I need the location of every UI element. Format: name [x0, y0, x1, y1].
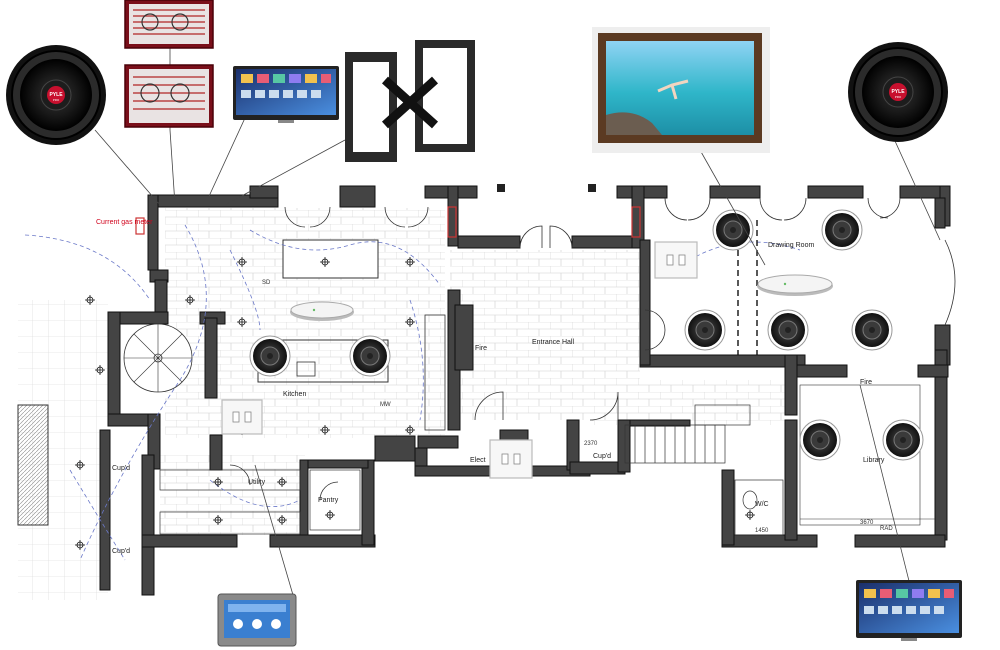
- subwoofer-brand-text: PYLE: [891, 89, 905, 95]
- wifi-access-point-icon: [757, 274, 833, 296]
- room-label-pantry: Pantry: [318, 497, 339, 504]
- subwoofer-sub-text: PRO: [53, 98, 60, 102]
- label-dim-wc: 1450: [755, 528, 769, 534]
- spiral-staircase: [123, 323, 193, 393]
- room-label-utility: Utility: [248, 479, 266, 486]
- room-label-cupd-a: Cup'd: [112, 465, 130, 472]
- ceiling-speaker-icon: [799, 419, 841, 461]
- label-sd: SD: [262, 280, 271, 286]
- planter: [17, 404, 49, 526]
- label-dim-library: 3670: [860, 520, 874, 526]
- wc-fixtures: [734, 479, 784, 536]
- label-dim-stair: 2370: [584, 441, 598, 447]
- room-label-kitchen: Kitchen: [283, 391, 306, 398]
- subwoofer-icon: PYLE PRO: [6, 45, 106, 145]
- label-fire-hall: Fire: [475, 345, 487, 352]
- walls: [99, 185, 951, 596]
- room-label-drawing-room: Drawing Room: [768, 242, 814, 249]
- ceiling-speaker-icon: [767, 309, 809, 351]
- ceiling-speaker-icon: [851, 309, 893, 351]
- kitchen-island: [282, 239, 379, 279]
- ceiling-speakers: [249, 209, 924, 461]
- ceiling-speaker-icon: [249, 335, 291, 377]
- wiring-lines: [24, 224, 801, 561]
- label-fire-library: Fire: [860, 379, 872, 386]
- amplifier-icon: [124, 64, 214, 128]
- tv-wall-mount-icon: [345, 40, 475, 162]
- label-elect: Elect: [470, 457, 486, 464]
- wall-plate-icon: [654, 241, 698, 279]
- hall-corridor-floor: [590, 380, 790, 425]
- utility-floor: [160, 455, 305, 535]
- wall-plate-icon: [221, 399, 263, 435]
- smart-tv-icon: [856, 580, 962, 641]
- amplifier-icon: [124, 0, 214, 49]
- marker-square: [497, 184, 505, 192]
- window-hall-left: [447, 206, 457, 238]
- light-fittings: [75, 257, 755, 550]
- main-staircase: [624, 404, 751, 464]
- room-label-cupd-c: Cup'd: [593, 453, 611, 460]
- room-label-wc: W/C: [755, 501, 769, 508]
- utility-units: [159, 469, 361, 535]
- room-label-library: Library: [863, 457, 885, 464]
- room-label-entrance-hall: Entrance Hall: [532, 339, 574, 346]
- touch-panel-icon: [217, 593, 297, 647]
- framed-tv-icon: [592, 27, 770, 153]
- window-hall-right: [631, 206, 641, 238]
- ceiling-speaker-icon: [712, 209, 754, 251]
- ceiling-speaker-icon: [821, 209, 863, 251]
- smart-tv-icon: [233, 66, 339, 123]
- label-mw: MW: [380, 402, 391, 408]
- kitchen-sink: [296, 361, 316, 377]
- label-rad: RAD: [880, 526, 893, 532]
- ceiling-speaker-icon: [684, 309, 726, 351]
- wifi-access-point-icon: [290, 301, 354, 321]
- ceiling-speaker-icon: [349, 335, 391, 377]
- wall-plate-icon: [489, 439, 533, 479]
- gas-meter-box: [135, 217, 145, 235]
- marker-square: [588, 184, 596, 192]
- subwoofer-icon: PYLE PRO: [848, 42, 948, 142]
- subwoofer-brand-text: PYLE: [49, 92, 63, 98]
- door-swings: [229, 197, 956, 501]
- label-gas-meter: Current gas meter: [96, 219, 153, 226]
- ceiling-speaker-icon: [882, 419, 924, 461]
- kitchen-cabinets: [424, 314, 446, 431]
- room-label-cupd-b: Cup'd: [112, 548, 130, 555]
- subwoofer-sub-text: PRO: [895, 95, 902, 99]
